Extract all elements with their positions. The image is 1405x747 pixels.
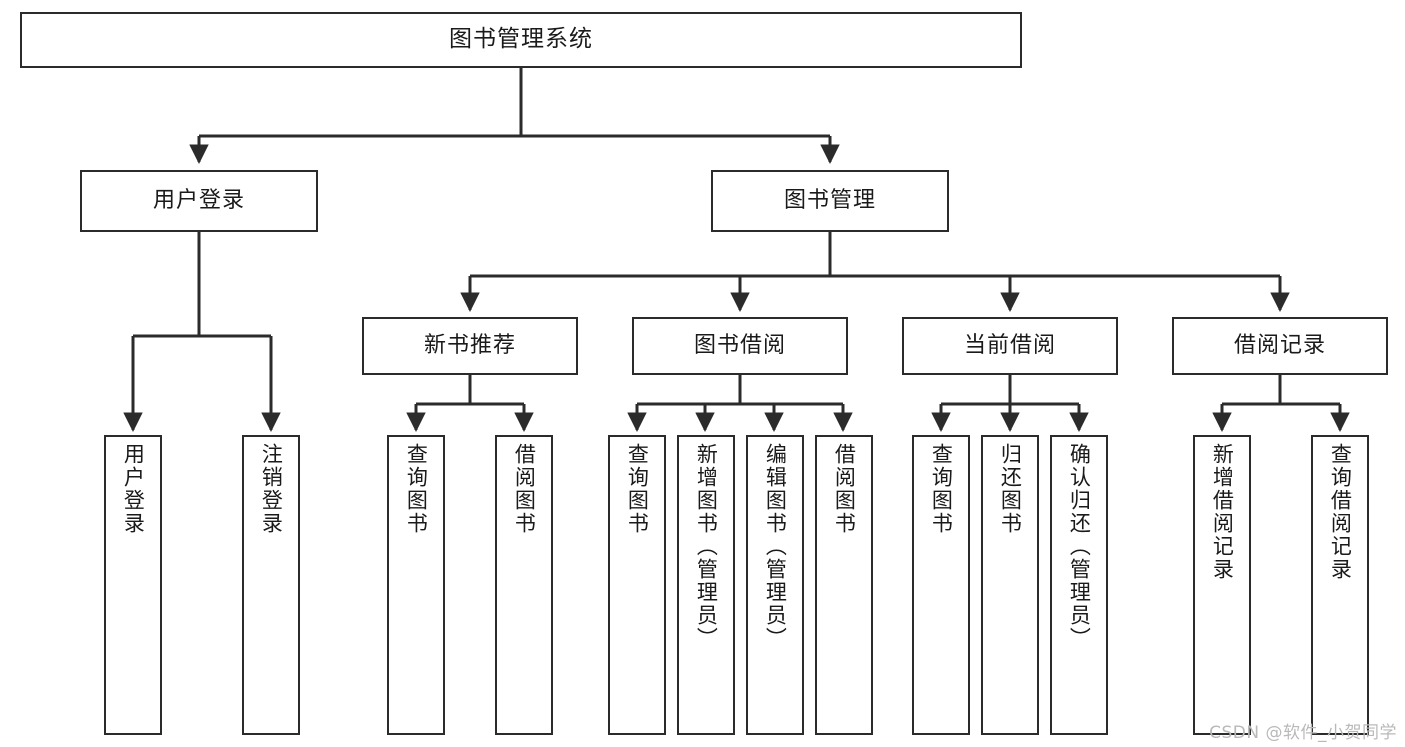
node-label: 借阅图书 bbox=[512, 443, 537, 535]
node-label: 查询图书 bbox=[625, 443, 650, 535]
node-label: 借阅记录 bbox=[1233, 332, 1326, 358]
leaf-borrow-add-book-admin[interactable]: 新增图书（管理员） bbox=[677, 435, 735, 735]
node-label: 查询图书 bbox=[404, 443, 429, 535]
node-label: 查询图书 bbox=[929, 443, 954, 535]
node-label: 归还图书 bbox=[998, 443, 1023, 535]
node-label: 图书管理系统 bbox=[449, 26, 593, 53]
leaf-record-query-borrow-record[interactable]: 查询借阅记录 bbox=[1311, 435, 1369, 735]
leaf-recommend-query-book[interactable]: 查询图书 bbox=[387, 435, 445, 735]
leaf-current-return-book[interactable]: 归还图书 bbox=[981, 435, 1039, 735]
leaf-user-logout[interactable]: 注销登录 bbox=[242, 435, 300, 735]
leaf-recommend-borrow-book[interactable]: 借阅图书 bbox=[495, 435, 553, 735]
node-label: 新书推荐 bbox=[423, 332, 516, 358]
node-book-manage[interactable]: 图书管理 bbox=[711, 170, 949, 232]
leaf-current-confirm-return-admin[interactable]: 确认归还（管理员） bbox=[1050, 435, 1108, 735]
node-user-login[interactable]: 用户登录 bbox=[80, 170, 318, 232]
node-label: 注销登录 bbox=[259, 443, 284, 535]
node-label: 图书管理 bbox=[783, 187, 876, 213]
node-book-borrow[interactable]: 图书借阅 bbox=[632, 317, 848, 375]
node-label: 用户登录 bbox=[121, 443, 146, 535]
node-label: 用户登录 bbox=[152, 187, 245, 213]
node-label: 借阅图书 bbox=[832, 443, 857, 535]
leaf-current-query-book[interactable]: 查询图书 bbox=[912, 435, 970, 735]
leaf-user-login[interactable]: 用户登录 bbox=[104, 435, 162, 735]
node-borrow-record[interactable]: 借阅记录 bbox=[1172, 317, 1388, 375]
node-new-book-recommend[interactable]: 新书推荐 bbox=[362, 317, 578, 375]
node-label: 确认归还（管理员） bbox=[1067, 443, 1092, 650]
leaf-record-add-borrow-record[interactable]: 新增借阅记录 bbox=[1193, 435, 1251, 735]
node-label: 编辑图书（管理员） bbox=[763, 443, 788, 650]
node-label: 当前借阅 bbox=[963, 332, 1056, 358]
leaf-borrow-query-book[interactable]: 查询图书 bbox=[608, 435, 666, 735]
node-current-borrow[interactable]: 当前借阅 bbox=[902, 317, 1118, 375]
node-label: 图书借阅 bbox=[693, 332, 786, 358]
node-label: 新增图书（管理员） bbox=[694, 443, 719, 650]
leaf-borrow-lend-book[interactable]: 借阅图书 bbox=[815, 435, 873, 735]
watermark-text: CSDN @软件_小贺同学 bbox=[1209, 723, 1397, 743]
leaf-borrow-edit-book-admin[interactable]: 编辑图书（管理员） bbox=[746, 435, 804, 735]
node-label: 查询借阅记录 bbox=[1328, 443, 1353, 581]
node-root-system[interactable]: 图书管理系统 bbox=[20, 12, 1022, 68]
node-label: 新增借阅记录 bbox=[1210, 443, 1235, 581]
